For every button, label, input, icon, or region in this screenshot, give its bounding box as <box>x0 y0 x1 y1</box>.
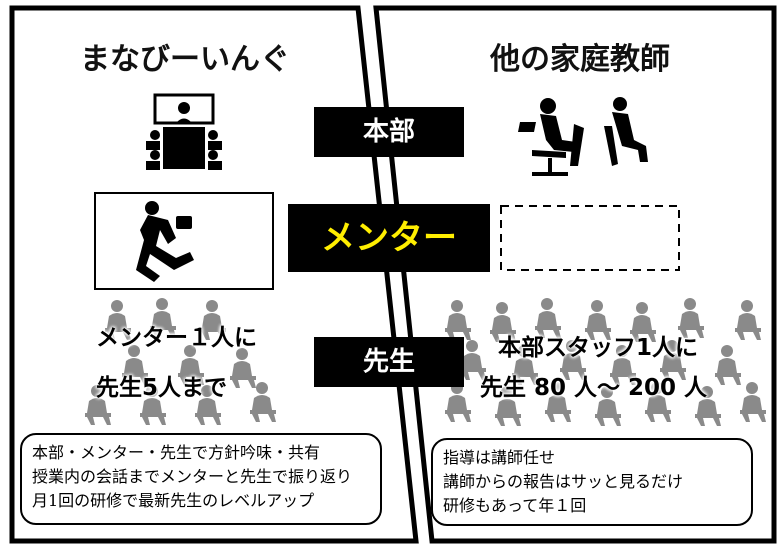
left-ratio-line-1: メンター１人に <box>96 325 257 351</box>
left-panel-title: まなびーいんぐ <box>80 42 290 77</box>
running-businessman-icon <box>136 201 194 282</box>
left-note-box: 本部・メンター・先生で方針吟味・共有 授業内の会話までメンターと先生で振り返り … <box>20 433 382 525</box>
right-note-line: 指導は講師任せ <box>443 448 556 467</box>
left-mentor-box <box>94 192 274 290</box>
seated-office-workers-icon <box>518 97 648 176</box>
left-note-line: 本部・メンター・先生で方針吟味・共有 <box>32 443 321 462</box>
headquarters-label: 本部 <box>314 107 464 157</box>
right-note-line: 研修もあって年１回 <box>443 496 587 515</box>
teacher-label: 先生 <box>314 337 464 387</box>
right-ratio-line-1: 本部スタッフ1人に <box>498 335 699 361</box>
right-panel-title: 他の家庭教師 <box>490 42 670 77</box>
right-note-line: 講師からの報告はサッと見るだけ <box>443 472 684 491</box>
left-ratio-line-2: 先生5人まで <box>96 375 228 401</box>
left-note-line: 授業内の会話までメンターと先生で振り返り <box>32 467 353 486</box>
mentor-label: メンター <box>288 204 490 272</box>
left-note-line: 月1回の研修で最新先生のレベルアップ <box>32 491 315 510</box>
meeting-table-icon <box>146 93 222 170</box>
right-empty-mentor-box <box>500 205 680 271</box>
right-ratio-line-2: 先生 80 人～ 200 人 <box>480 375 708 401</box>
right-note-box: 指導は講師任せ 講師からの報告はサッと見るだけ 研修もあって年１回 <box>431 438 753 526</box>
